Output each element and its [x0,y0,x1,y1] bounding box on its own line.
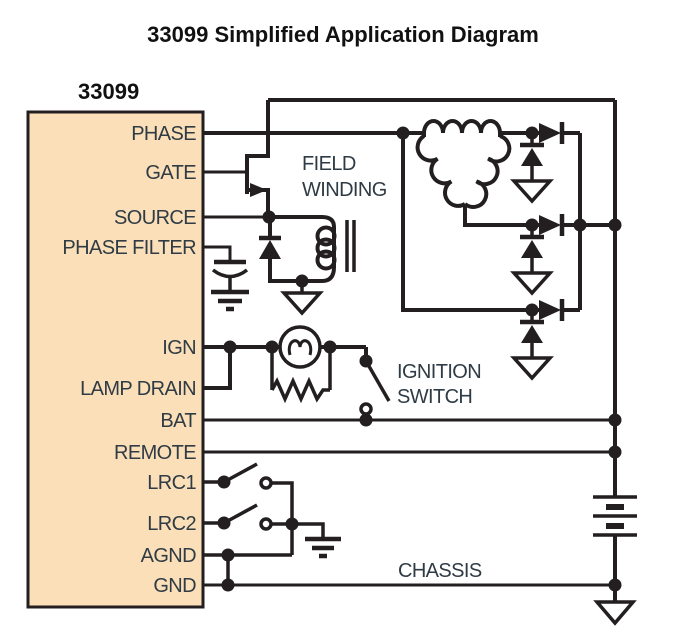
page-title: 33099 Simplified Application Diagram [147,22,539,47]
pin-label-phase-filter: PHASE FILTER [62,237,196,259]
field-winding-label-line2: WINDING [302,179,387,201]
wire-rectifier-outputs [562,131,615,312]
battery-short-plates [606,504,624,529]
mosfet-drain-lead [247,100,270,158]
chassis-ground-arrow-icon [510,271,554,296]
ic-body [26,110,205,609]
field-winding-circuit [259,215,356,316]
delta-coil-right [463,134,512,209]
flyback-diode-icon [259,240,281,259]
pin-label-bat: BAT [160,410,196,432]
lamp-resistor [270,376,330,404]
earth-ground-icon [211,289,249,312]
rectifier-negative-diode [510,310,554,381]
ignition-switch-arm [364,360,391,402]
pin-label-lamp-drain: LAMP DRAIN [80,378,196,400]
mosfet-arrow-icon [250,183,267,197]
pin-label-remote: REMOTE [114,442,196,464]
ic-block: 33099 [26,79,205,609]
indicator-lamp-circuit [270,325,391,420]
field-core-bars [345,220,356,272]
pin-label-lrc1: LRC1 [147,472,196,494]
wires [203,98,617,601]
field-coil-loop [315,225,337,247]
wire-phase-filter [203,245,232,262]
rectifier-positive-diode [539,299,565,321]
pin-label-phase: PHASE [131,123,196,145]
delta-coil-left [415,134,467,208]
pin-label-gate: GATE [145,162,196,184]
ignition-switch-contact [359,402,373,416]
lrc2-switch-contact [259,517,273,531]
rectifier-positive-diodes [539,122,565,321]
capacitor-plate-curved [211,268,249,279]
stator-delta-winding [403,119,512,209]
rectifier-negative-diode [510,133,554,204]
rectifier-positive-diode [539,122,565,144]
ignition-switch-label-line2: SWITCH [397,386,472,408]
wire-phase-tap-a [401,133,539,312]
field-winding-label-line1: FIELD [302,153,356,175]
pin-label-ign: IGN [162,337,196,359]
lrc1-switch-contact [259,476,273,490]
pin-label-gnd: GND [153,575,196,597]
ic-name-label: 33099 [78,79,139,104]
chassis-ground-arrow-icon [510,179,554,204]
junction-dots [217,126,622,592]
rectifier-negative-diodes [510,133,554,381]
chassis-ground-arrow-icon [280,291,324,316]
lamp-filament-icon [287,339,313,356]
delta-coil-top [422,119,502,134]
lrc-switches [223,462,341,559]
ignition-switch-label-line1: IGNITION [397,361,481,383]
wire-phase-tap-c [463,204,539,227]
chassis-ground-arrow-icon [593,600,637,626]
resistor-leads [270,347,332,390]
field-coil-loop [315,249,337,271]
battery-long-plates [593,495,637,537]
pin-label-source: SOURCE [114,207,196,229]
delta-corner-stubs [403,131,502,137]
chassis-ground-arrow-icon [510,356,554,381]
annotation-labels: FIELD WINDING IGNITION SWITCH CHASSIS [302,153,482,582]
pin-label-lrc2: LRC2 [147,513,196,535]
phase-filter-capacitor [211,259,249,312]
rectifier-negative-diode [510,225,554,296]
battery [593,495,637,626]
rectifier-positive-diode [539,214,565,236]
wire-lamp-drain [203,347,232,390]
field-mosfet [245,100,270,217]
wire-lrc1-return [271,481,294,555]
chassis-label: CHASSIS [398,560,482,582]
pin-label-agnd: AGND [141,545,197,567]
field-coil-loop [315,237,337,259]
pin-labels: PHASE GATE SOURCE PHASE FILTER IGN LAMP … [62,123,197,597]
earth-ground-icon [305,536,341,559]
field-winding-path [268,215,336,283]
